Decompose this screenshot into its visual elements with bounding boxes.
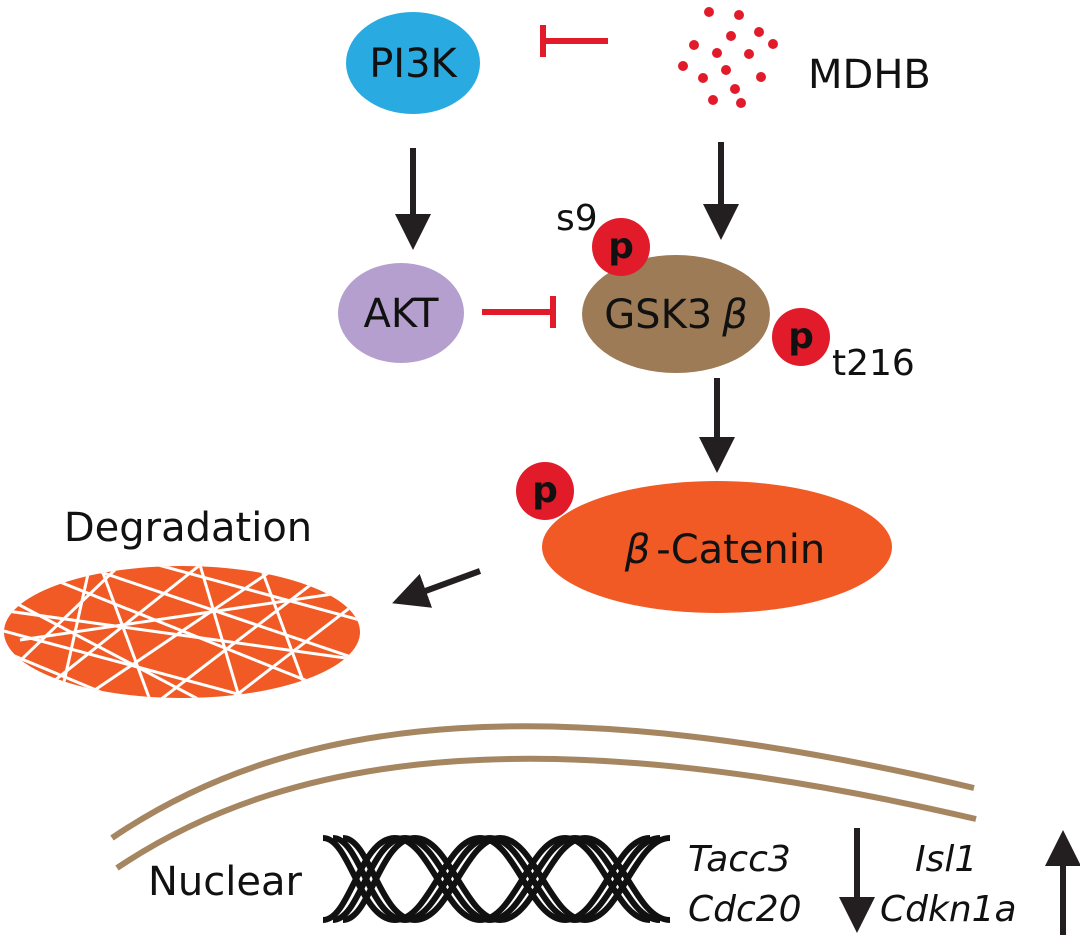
mdhb-inhibits-pi3k (540, 25, 608, 57)
gsk3b-label-prefix: GSK3 (604, 292, 712, 338)
nuclear-label: Nuclear (148, 859, 303, 905)
phospho-label: p (788, 316, 814, 357)
catenin-label-greek: β (624, 527, 651, 573)
phospho-badge-catenin: p (516, 462, 574, 520)
pi3k-label: PI3K (369, 41, 458, 87)
pi3k-node: PI3K (346, 12, 480, 114)
gene-cdc20: Cdc20 (688, 889, 802, 930)
phospho-badge-s9: p (592, 218, 650, 276)
phospho-badge-t216: p (772, 308, 830, 366)
dna-helix (322, 834, 671, 924)
gene-cdkn1a: Cdkn1a (880, 889, 1017, 930)
akt-label: AKT (364, 291, 439, 337)
phospho-label: p (608, 226, 634, 267)
catenin-to-degradation-arrow (392, 568, 482, 608)
catenin-node: β-Catenin (542, 481, 892, 613)
nuclear-membrane (110, 723, 977, 871)
catenin-ellipse (542, 481, 892, 613)
s9-site-label: s9 (556, 198, 598, 239)
mdhb-label: MDHB (808, 52, 931, 98)
gene-tacc3: Tacc3 (688, 839, 791, 880)
akt-node: AKT (338, 263, 464, 363)
degradation-label: Degradation (64, 505, 312, 551)
gsk3b-ellipse (582, 255, 770, 373)
catenin-label-suffix: -Catenin (656, 527, 825, 573)
t216-site-label: t216 (832, 343, 915, 384)
degradation-ellipse (4, 566, 360, 698)
akt-inhibits-gsk3b (482, 296, 556, 328)
mdhb-dots (678, 7, 778, 108)
degradation-mesh (4, 566, 360, 698)
catenin-label: β-Catenin (624, 527, 826, 573)
gsk3b-label-greek: β (721, 292, 748, 338)
phospho-label: p (532, 470, 558, 511)
akt-ellipse (338, 263, 464, 363)
gene-isl1: Isl1 (915, 839, 977, 880)
pi3k-ellipse (346, 12, 480, 114)
